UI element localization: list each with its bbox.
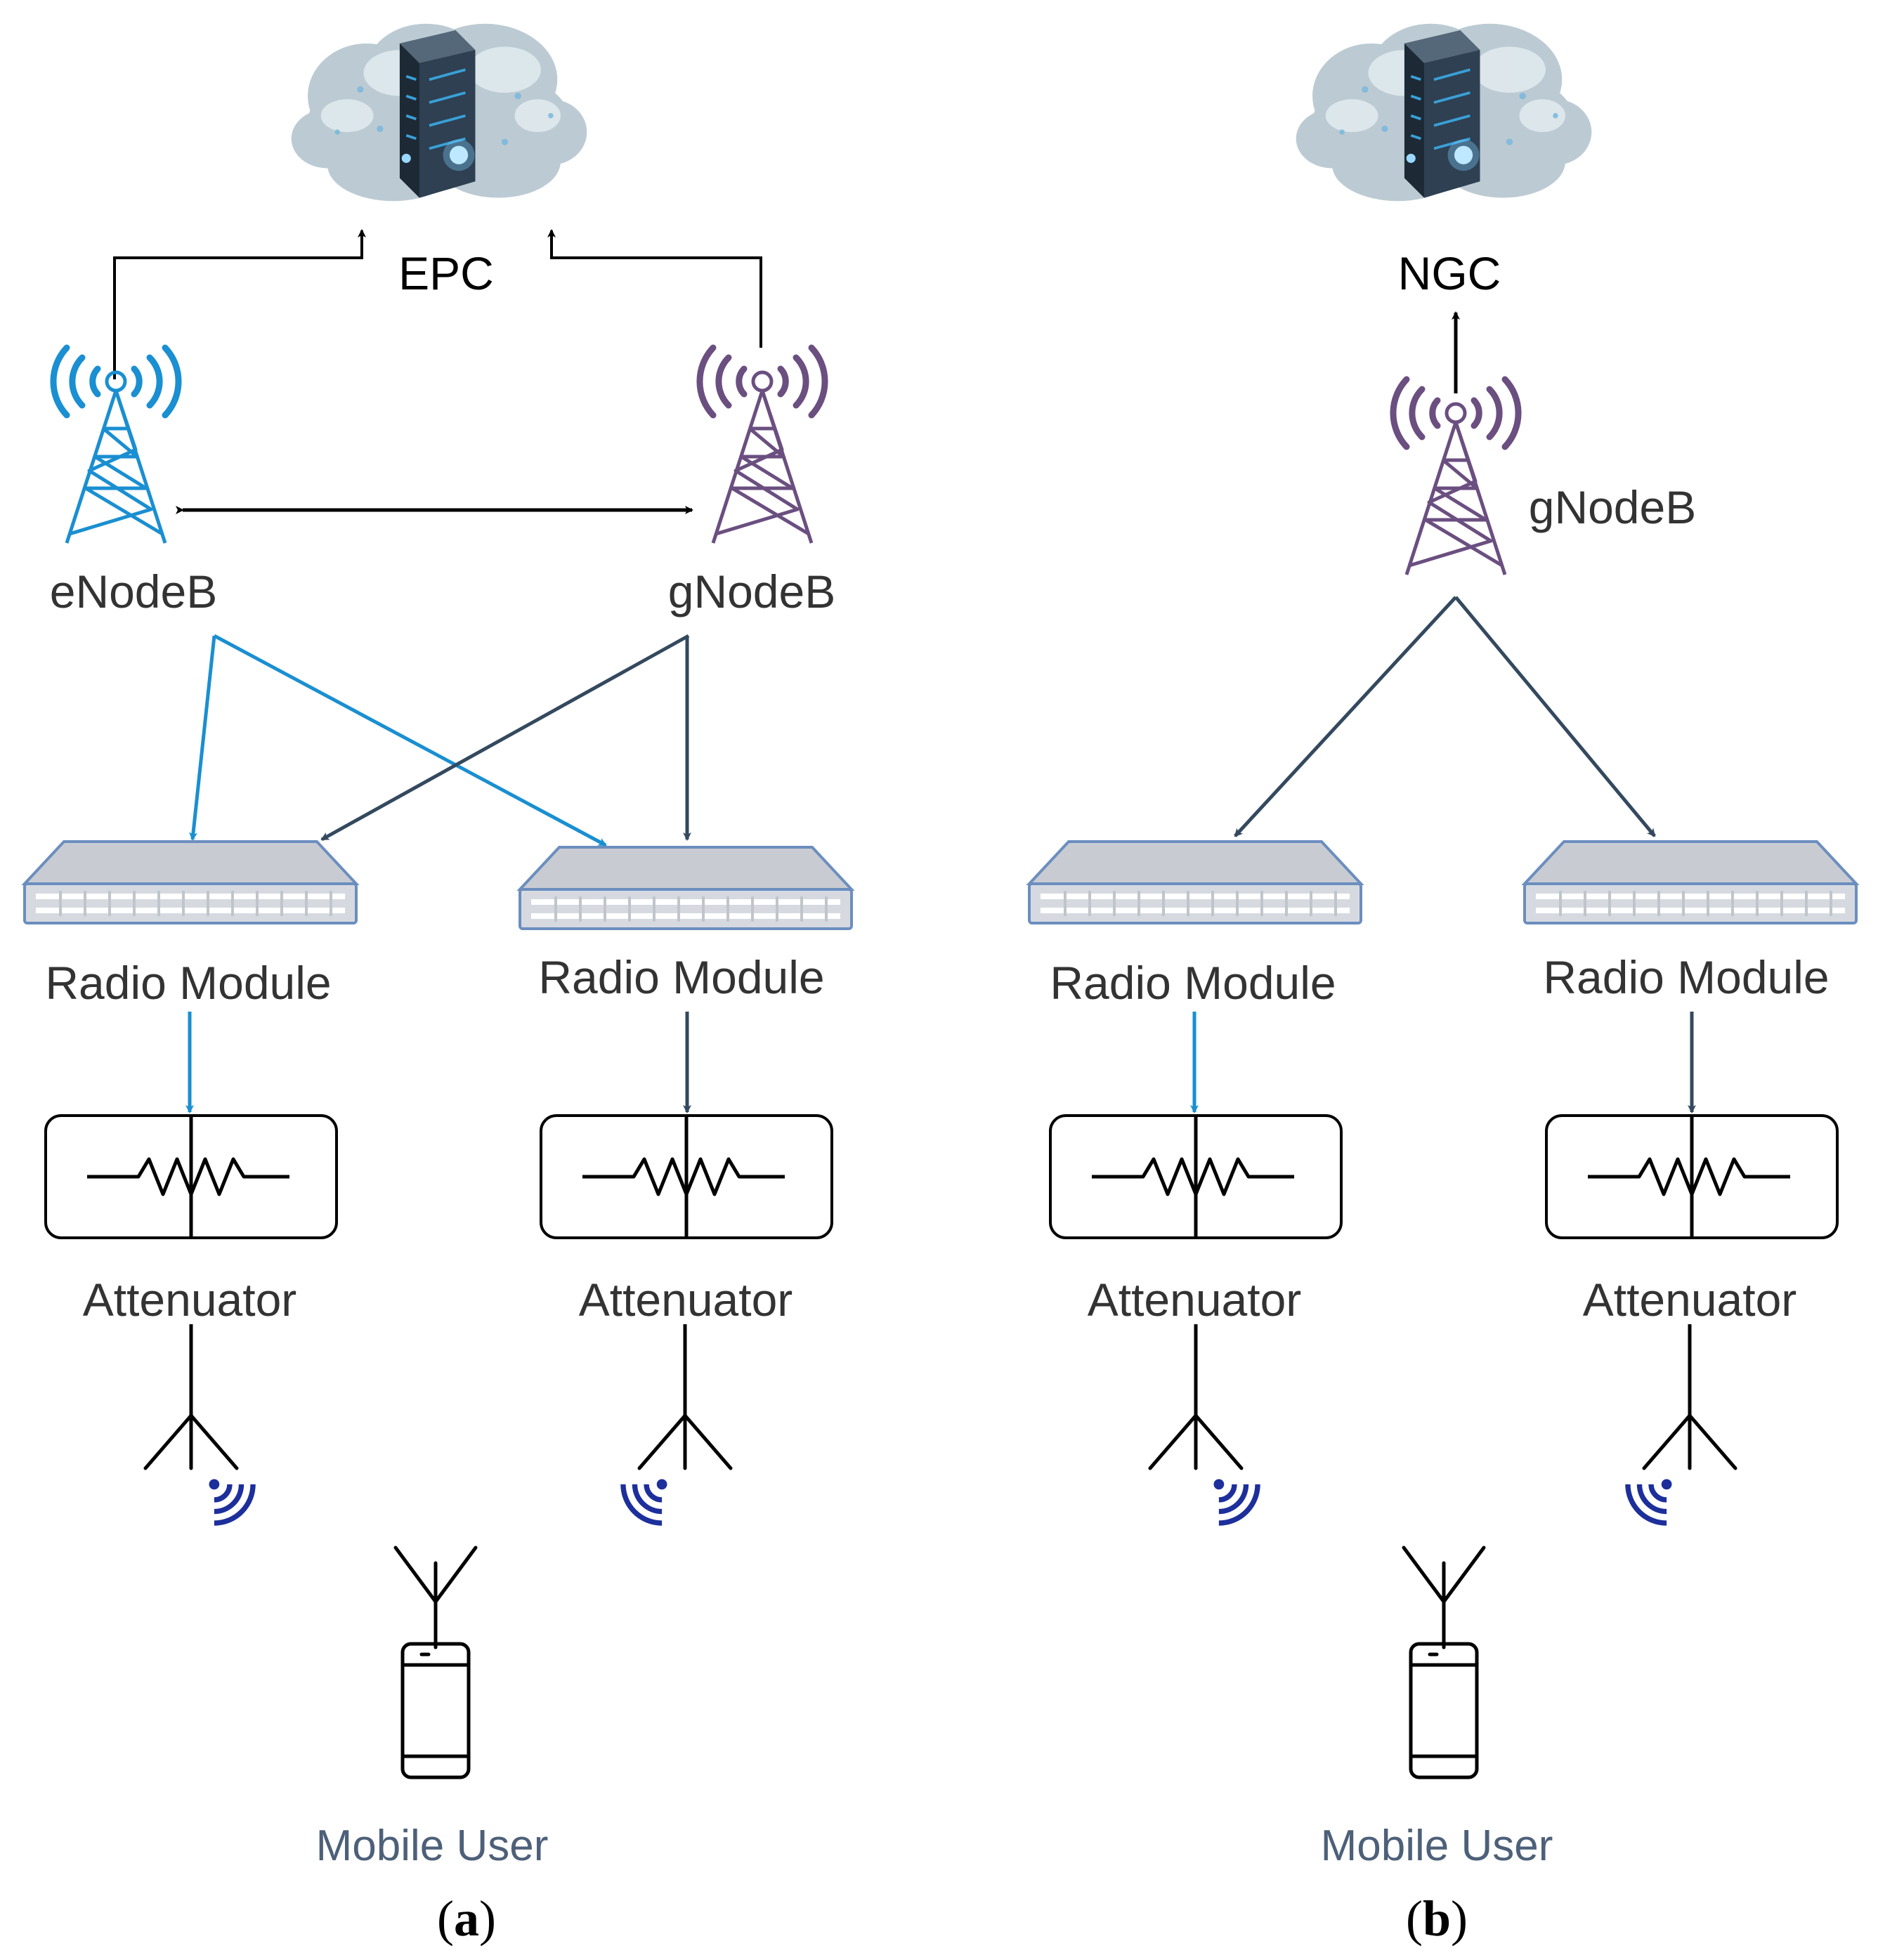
panel-a: EPC eNodeB gNodeB Radio Module Radio Mod… [25, 22, 852, 1947]
attenuator-right-icon [541, 1116, 832, 1238]
enb-to-rm-left-link [189, 635, 216, 841]
radio-module-left-icon [25, 842, 356, 923]
radio-module-b-right-label: Radio Module [1543, 951, 1829, 1003]
radio-module-right-icon [520, 847, 852, 929]
caption-a-letter: a [454, 1890, 479, 1947]
gnodeb-label: gNodeB [668, 566, 836, 618]
gnodeb-tower-b-icon [1393, 379, 1518, 575]
gnb-to-epc-link [547, 229, 762, 348]
enb-to-epc-link [113, 229, 366, 379]
gnb-b-to-rm-right-link [1454, 596, 1656, 837]
enb-to-rm-right-link [213, 634, 607, 847]
radio-module-b-left-icon [1029, 842, 1361, 923]
attenuator-b-left-label: Attenuator [1088, 1274, 1302, 1326]
mobile-user-phone-icon [396, 1548, 476, 1777]
attenuator-b-left-icon [1050, 1116, 1341, 1238]
gnb-b-to-rm-left-link [1234, 596, 1457, 837]
radio-module-b-left-label: Radio Module [1050, 957, 1336, 1009]
attenuator-b-right-icon [1546, 1116, 1837, 1238]
mobile-user-label: Mobile User [316, 1822, 549, 1870]
caption-a-close: ) [479, 1890, 496, 1947]
antenna-right-icon [639, 1324, 731, 1468]
caption-b: (b) [1406, 1890, 1468, 1947]
attenuator-left-label: Attenuator [83, 1274, 297, 1326]
antenna-b-left-icon [1150, 1324, 1241, 1468]
caption-b-open: ( [1406, 1890, 1423, 1947]
radio-module-right-label: Radio Module [538, 951, 824, 1003]
gnb-to-rm-left-link [320, 634, 690, 842]
mobile-user-b-label: Mobile User [1321, 1822, 1553, 1870]
signal-wave-b-left-icon [1214, 1479, 1258, 1524]
signal-wave-right-icon [623, 1479, 667, 1524]
epc-cloud-server-icon [289, 22, 589, 203]
mobile-user-b-phone-icon [1404, 1548, 1484, 1777]
signal-wave-b-right-icon [1628, 1479, 1672, 1524]
caption-b-close: ) [1451, 1890, 1468, 1947]
ngc-cloud-server-icon [1294, 22, 1593, 203]
attenuator-b-right-label: Attenuator [1583, 1274, 1797, 1326]
antenna-left-icon [145, 1324, 237, 1468]
signal-wave-left-icon [209, 1479, 254, 1524]
radio-module-left-label: Radio Module [45, 957, 331, 1009]
attenuator-right-label: Attenuator [579, 1274, 793, 1326]
caption-a-open: ( [437, 1890, 454, 1947]
panel-b: NGC gNodeB Radio Module Radio Module Att… [1029, 22, 1856, 1947]
gnodeb-b-label: gNodeB [1529, 481, 1697, 533]
attenuator-left-icon [46, 1116, 337, 1238]
gnodeb-tower-icon [700, 348, 825, 543]
radio-module-b-right-icon [1525, 842, 1856, 923]
enodeb-label: eNodeB [50, 566, 218, 618]
epc-label: EPC [398, 247, 494, 299]
caption-a: (a) [437, 1890, 496, 1947]
caption-b-letter: b [1423, 1890, 1451, 1947]
ngc-label: NGC [1398, 247, 1501, 299]
antenna-b-right-icon [1644, 1324, 1735, 1468]
